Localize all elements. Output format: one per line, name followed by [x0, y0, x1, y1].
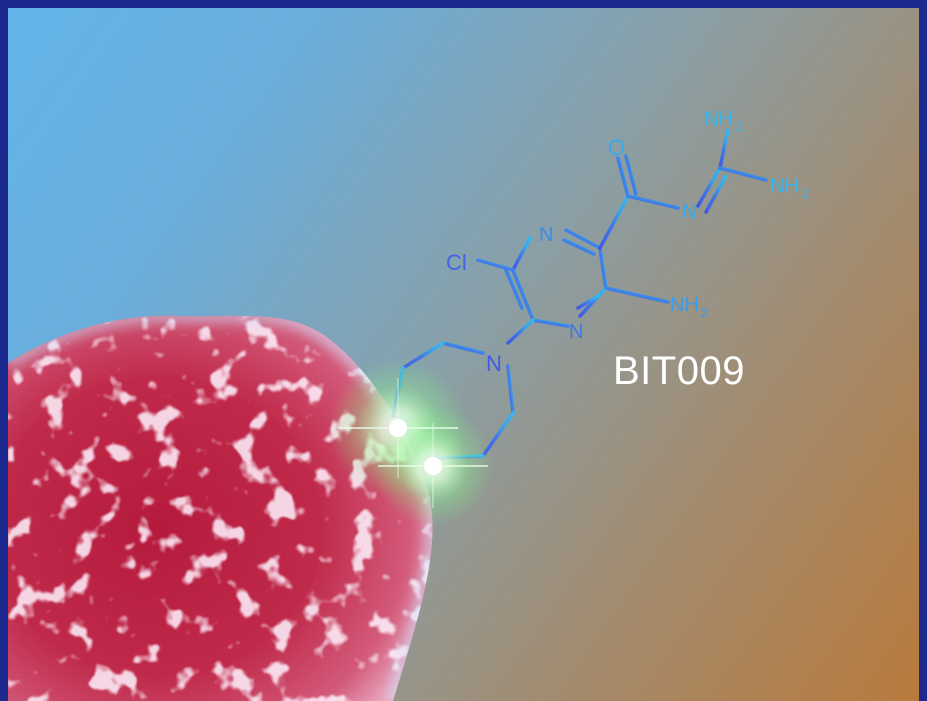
amine-nh2-ring: NH 2	[670, 294, 708, 320]
cell-body	[8, 315, 433, 701]
binding-glow	[328, 358, 493, 526]
svg-text:NH: NH	[704, 108, 733, 130]
illustration-svg: Cl N N N N O NH 2 NH 2 NH 2	[8, 108, 809, 701]
atom-cl: Cl	[446, 250, 467, 275]
svg-text:NH: NH	[670, 294, 699, 316]
svg-text:2: 2	[736, 119, 743, 134]
atom-diazepane-n: N	[486, 351, 502, 376]
atom-carbonyl-o: O	[608, 135, 625, 160]
svg-text:NH: NH	[770, 175, 799, 197]
illustration-scene: Cl N N N N O NH 2 NH 2 NH 2	[8, 8, 919, 701]
svg-text:2: 2	[802, 186, 809, 201]
amine-nh2-right: NH 2	[770, 175, 809, 201]
atom-ring-n-bottom: N	[569, 321, 583, 343]
svg-text:2: 2	[701, 305, 708, 320]
atom-ring-n-top: N	[539, 224, 553, 246]
amine-nh2-top: NH 2	[704, 108, 743, 134]
molecule-labels: Cl N N N N O NH 2 NH 2 NH 2	[446, 108, 809, 376]
compound-label: BIT009	[613, 349, 745, 393]
atom-imine-n: N	[682, 201, 696, 223]
